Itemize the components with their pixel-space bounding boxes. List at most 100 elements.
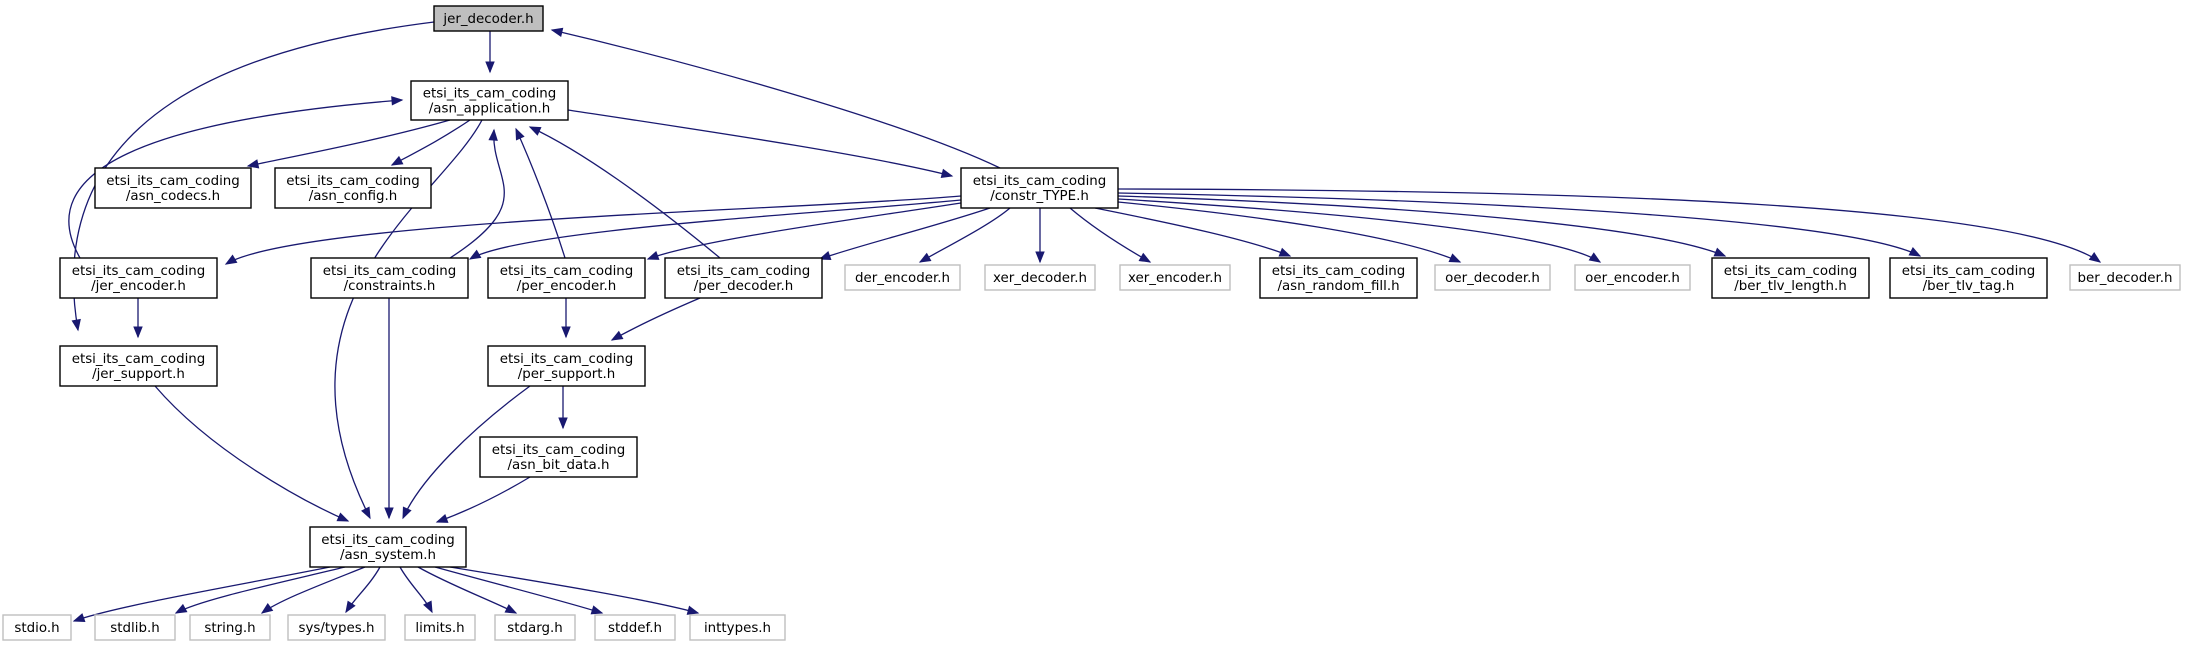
node-stddef: stddef.h xyxy=(594,614,676,641)
edge-line xyxy=(247,119,451,167)
node-label-line: /asn_codecs.h xyxy=(126,189,220,204)
node-sys-types: sys/types.h xyxy=(287,614,386,641)
node-box xyxy=(494,614,576,641)
node-label-line: /per_encoder.h xyxy=(517,279,617,294)
node-per-encoder[interactable]: etsi_its_cam_coding/per_encoder.h xyxy=(487,257,646,299)
arrowhead xyxy=(246,159,260,169)
arrowhead xyxy=(940,168,954,178)
node-asn-config[interactable]: etsi_its_cam_coding/asn_config.h xyxy=(274,167,432,209)
arrowhead xyxy=(1278,247,1292,257)
node-label-line: xer_decoder.h xyxy=(993,271,1087,286)
node-label-line: stdio.h xyxy=(14,621,59,636)
node-per-decoder[interactable]: etsi_its_cam_coding/per_decoder.h xyxy=(664,257,823,299)
edge-line xyxy=(68,99,403,259)
node-inttypes: inttypes.h xyxy=(689,614,786,641)
node-ber-tlv-tag[interactable]: etsi_its_cam_coding/ber_tlv_tag.h xyxy=(1889,257,2048,299)
arrowhead xyxy=(528,126,542,136)
node-jer-support[interactable]: etsi_its_cam_coding/jer_support.h xyxy=(59,345,218,387)
node-label-line: etsi_its_cam_coding xyxy=(500,264,634,279)
node-label-line: /asn_bit_data.h xyxy=(508,458,610,473)
edge-per_encoder-to-asn_application xyxy=(515,127,566,259)
edge-line xyxy=(73,566,331,622)
arrowhead xyxy=(336,512,350,522)
node-label-line: /asn_system.h xyxy=(340,548,436,563)
node-asn-random-fill[interactable]: etsi_its_cam_coding/asn_random_fill.h xyxy=(1259,257,1418,299)
node-box xyxy=(1889,257,2048,299)
node-label-line: oer_decoder.h xyxy=(1445,271,1540,286)
edge-line xyxy=(434,566,603,614)
edge-asn_application-to-asn_config xyxy=(390,119,471,166)
edge-line xyxy=(154,385,349,522)
node-per-support[interactable]: etsi_its_cam_coding/per_support.h xyxy=(487,345,646,387)
node-constr-TYPE[interactable]: etsi_its_cam_coding/constr_TYPE.h xyxy=(960,167,1119,209)
node-asn-codecs[interactable]: etsi_its_cam_coding/asn_codecs.h xyxy=(94,167,252,209)
node-box xyxy=(310,257,469,299)
node-box xyxy=(984,264,1096,291)
node-label-line: etsi_its_cam_coding xyxy=(492,443,626,458)
arrowhead xyxy=(391,96,404,106)
node-string: string.h xyxy=(189,614,271,641)
node-oer-decoder: oer_decoder.h xyxy=(1434,264,1551,291)
edge-asn_system-to-stdlib xyxy=(174,566,346,614)
edge-line xyxy=(72,21,435,331)
node-jer-decoder[interactable]: jer_decoder.h xyxy=(433,5,544,32)
arrowhead xyxy=(71,318,81,332)
edge-line xyxy=(449,566,699,614)
arrowhead xyxy=(686,605,700,615)
node-label-line: stddef.h xyxy=(608,621,662,636)
node-label-line: /asn_random_fill.h xyxy=(1277,279,1399,294)
edge-asn_application-to-constr_TYPE xyxy=(567,109,954,178)
graph-edges xyxy=(68,21,2102,623)
node-label-line: /ber_tlv_length.h xyxy=(1734,279,1846,294)
node-box xyxy=(594,614,676,641)
edge-line xyxy=(515,128,566,259)
arrowhead xyxy=(1588,252,1602,263)
edge-per_support-to-asn_bit_data xyxy=(558,385,568,430)
arrowhead xyxy=(561,326,571,339)
arrowhead xyxy=(224,254,238,265)
arrowhead xyxy=(260,603,274,614)
node-label-line: etsi_its_cam_coding xyxy=(1724,264,1858,279)
node-box xyxy=(1574,264,1691,291)
node-label-line: /constraints.h xyxy=(344,279,436,294)
arrowhead xyxy=(918,252,932,263)
graph-nodes: jer_decoder.h etsi_its_cam_coding/asn_app… xyxy=(2,5,2181,641)
node-asn-system[interactable]: etsi_its_cam_coding/asn_system.h xyxy=(309,526,467,568)
edge-per_decoder-to-asn_application xyxy=(528,126,721,259)
edge-line xyxy=(402,385,531,519)
node-label-line: /jer_support.h xyxy=(92,367,185,382)
node-box xyxy=(94,167,252,209)
node-label-line: etsi_its_cam_coding xyxy=(286,174,420,189)
arrowhead xyxy=(468,249,482,260)
arrowhead xyxy=(646,250,660,260)
node-xer-encoder: xer_encoder.h xyxy=(1119,264,1231,291)
edge-constraints-to-asn_system xyxy=(384,298,394,520)
node-box xyxy=(2,614,72,641)
edge-line xyxy=(1094,207,1291,257)
edge-line xyxy=(647,202,962,260)
edge-per_support-to-asn_system xyxy=(402,385,531,520)
node-asn-application[interactable]: etsi_its_cam_coding/asn_application.h xyxy=(410,80,569,121)
edge-asn_bit_data-to-asn_system xyxy=(435,476,531,523)
edge-constr_TYPE-to-xer_decoder xyxy=(1035,208,1045,264)
arrowhead xyxy=(504,604,518,614)
node-asn-bit-data[interactable]: etsi_its_cam_coding/asn_bit_data.h xyxy=(479,436,638,478)
arrowhead xyxy=(2088,252,2102,263)
edge-asn_system-to-stdio xyxy=(72,566,331,623)
edge-jer_decoder-to-jer_support xyxy=(71,21,435,332)
node-xer-decoder: xer_decoder.h xyxy=(984,264,1096,291)
node-jer-encoder[interactable]: etsi_its_cam_coding/jer_encoder.h xyxy=(59,257,218,299)
node-label-line: /asn_config.h xyxy=(309,189,398,204)
edge-constr_TYPE-to-ber_decoder xyxy=(1117,188,2102,263)
node-box xyxy=(94,614,176,641)
edge-line xyxy=(1117,198,1601,263)
node-ber-tlv-length[interactable]: etsi_its_cam_coding/ber_tlv_length.h xyxy=(1711,257,1870,299)
node-label-line: stdlib.h xyxy=(110,621,159,636)
arrowhead xyxy=(550,27,564,38)
node-box xyxy=(689,614,786,641)
edge-asn_system-to-limits xyxy=(399,566,433,614)
arrowhead xyxy=(384,507,394,520)
node-constraints[interactable]: etsi_its_cam_coding/constraints.h xyxy=(310,257,469,299)
node-box xyxy=(479,436,638,478)
